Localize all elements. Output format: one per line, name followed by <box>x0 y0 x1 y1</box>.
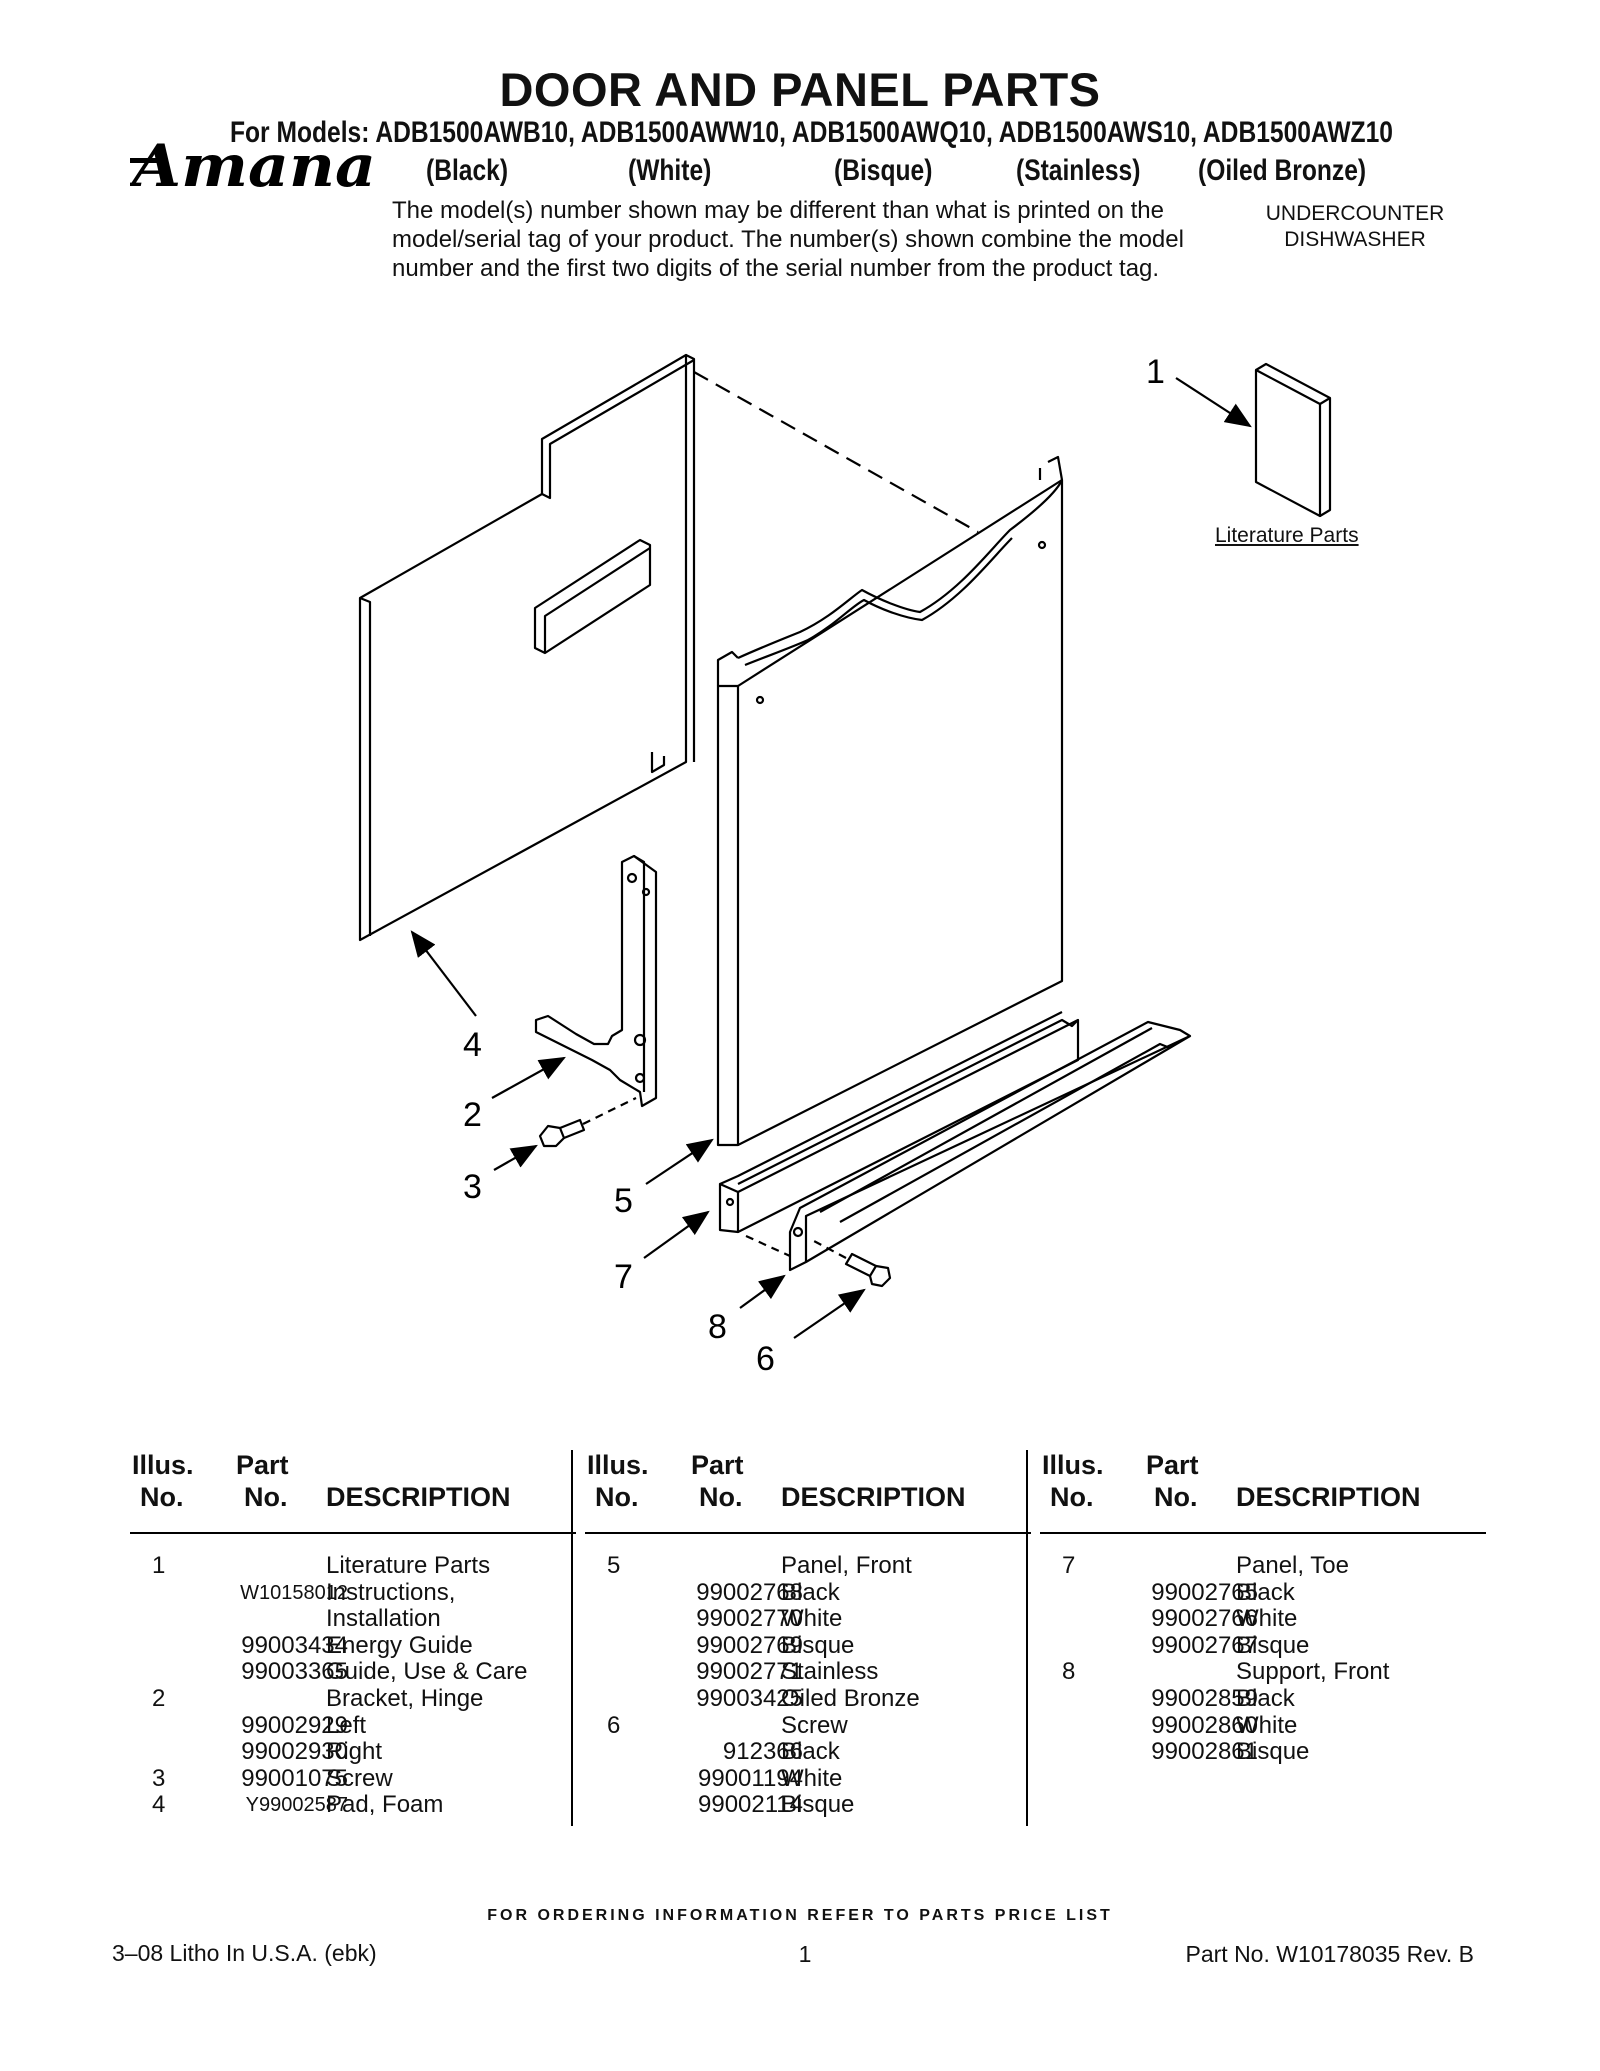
color-oiled-bronze: (Oiled Bronze) <box>1198 154 1367 187</box>
callout-6: 6 <box>756 1340 775 1378</box>
illus-header-top: Illus. <box>132 1450 194 1480</box>
literature-booklet-shape <box>1254 362 1332 518</box>
illus-header-bottom: No. <box>1050 1482 1094 1512</box>
literature-parts-label: Literature Parts <box>1215 524 1359 547</box>
front-support-shape <box>745 1020 1192 1272</box>
exploded-parts-diagram: 1 4 2 3 5 7 8 6 <box>358 353 1332 1378</box>
illus-header-top: Illus. <box>587 1450 649 1480</box>
table-row: Installation <box>326 1605 441 1633</box>
hinge-bracket-shape <box>534 854 658 1108</box>
front-panel-shape <box>716 455 1064 1147</box>
header-rule <box>585 1532 1031 1534</box>
part-header-bottom: No. <box>244 1482 288 1512</box>
product-type-line1: UNDERCOUNTER <box>1265 202 1445 225</box>
column-divider <box>571 1450 573 1826</box>
product-type: UNDERCOUNTER DISHWASHER <box>1240 201 1470 253</box>
print-info: 3–08 Litho In U.S.A. (ebk) <box>112 1940 377 1966</box>
model-number-note: The model(s) number shown may be differe… <box>392 197 1184 282</box>
color-bisque: (Bisque) <box>834 154 933 187</box>
description-header: DESCRIPTION <box>326 1482 511 1512</box>
description-header: DESCRIPTION <box>781 1482 966 1512</box>
color-white: (White) <box>628 154 712 187</box>
callout-2: 2 <box>463 1096 482 1134</box>
screw-shape <box>811 1239 892 1288</box>
amana-logo-text: Amana <box>130 132 376 198</box>
callout-5: 5 <box>614 1182 633 1220</box>
toe-panel-shape <box>718 1011 1080 1234</box>
part-header-top: Part <box>236 1450 289 1480</box>
product-type-line2: DISHWASHER <box>1284 228 1426 251</box>
part-header-top: Part <box>1146 1450 1199 1480</box>
illus-header-top: Illus. <box>1042 1450 1104 1480</box>
header-rule <box>130 1532 576 1534</box>
illus-header-bottom: No. <box>140 1482 184 1512</box>
screw-shape <box>538 1097 637 1148</box>
description-header: DESCRIPTION <box>1236 1482 1421 1512</box>
callout-1: 1 <box>1146 353 1165 391</box>
document-part-number: Part No. W10178035 Rev. B <box>1185 1941 1475 1967</box>
page-title: DOOR AND PANEL PARTS <box>499 63 1101 116</box>
callout-3: 3 <box>463 1168 482 1206</box>
ordering-info: FOR ORDERING INFORMATION REFER TO PARTS … <box>487 1907 1113 1924</box>
color-black: (Black) <box>426 154 509 187</box>
column-divider <box>1026 1450 1028 1826</box>
part-header-top: Part <box>691 1450 744 1480</box>
illus-header-bottom: No. <box>595 1482 639 1512</box>
foam-pad-shape <box>358 353 696 942</box>
models-line: For Models: ADB1500AWB10, ADB1500AWW10, … <box>230 116 1393 149</box>
part-header-bottom: No. <box>1154 1482 1198 1512</box>
amana-logo: Amana <box>130 132 376 198</box>
callout-8: 8 <box>708 1308 727 1346</box>
page-number: 1 <box>798 1941 812 1967</box>
callout-7: 7 <box>614 1258 633 1296</box>
color-stainless: (Stainless) <box>1016 154 1141 187</box>
callout-4: 4 <box>463 1026 482 1064</box>
part-header-bottom: No. <box>699 1482 743 1512</box>
header-rule <box>1040 1532 1486 1534</box>
